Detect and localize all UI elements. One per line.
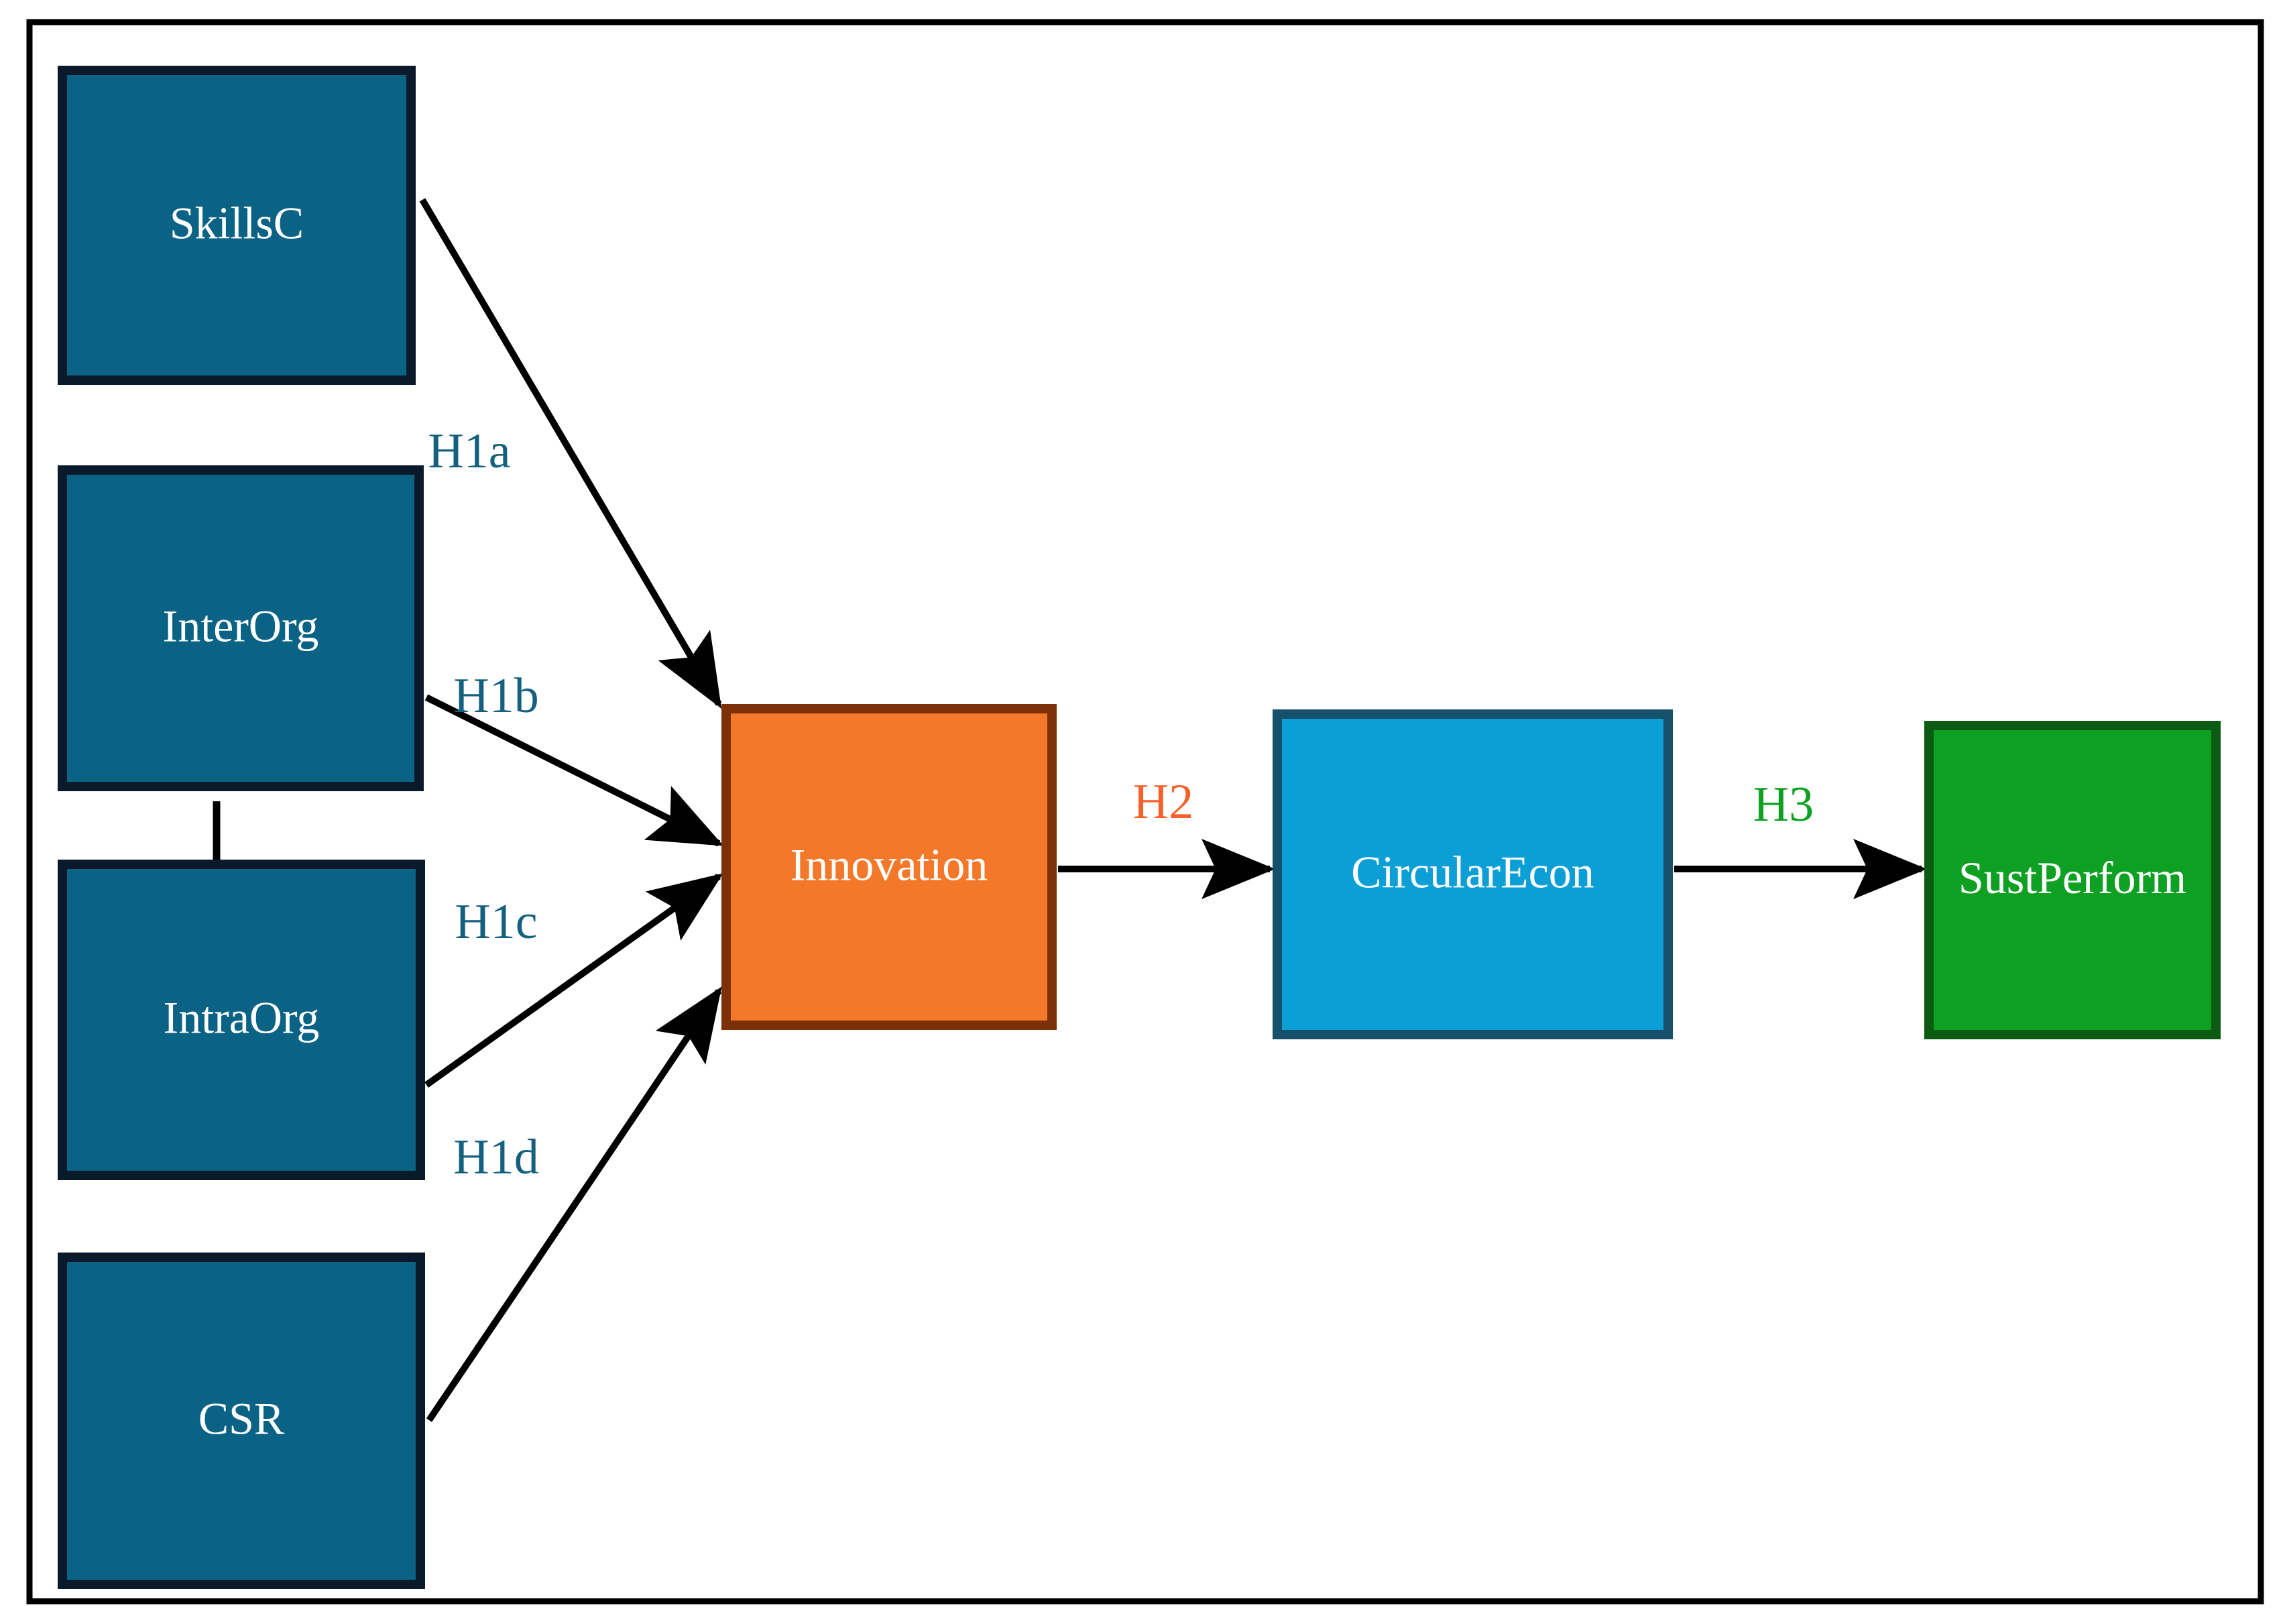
edge-label-h1a: H1a bbox=[428, 424, 510, 479]
node-box-csr[interactable] bbox=[58, 1253, 425, 1589]
node-intraorg[interactable]: IntraOrg bbox=[58, 860, 425, 1180]
node-box-interorg[interactable] bbox=[58, 465, 424, 791]
node-label-sustperform: SustPerform bbox=[1958, 852, 2186, 903]
edge-h1c bbox=[424, 873, 723, 1088]
edge-label-h1c: H1c bbox=[455, 894, 537, 949]
node-circulareco[interactable]: CircularEcon bbox=[1273, 709, 1673, 1039]
edge-label-h3: H3 bbox=[1753, 777, 1814, 832]
edge-label-h2: H2 bbox=[1133, 774, 1193, 829]
node-label-circulareco: CircularEcon bbox=[1351, 847, 1594, 898]
node-sustperform[interactable]: SustPerform bbox=[1924, 721, 2221, 1039]
node-csr[interactable]: CSR bbox=[58, 1253, 425, 1589]
edges-layer bbox=[419, 198, 1928, 1422]
node-label-interorg: InterOrg bbox=[163, 601, 319, 652]
edge-label-h1b: H1b bbox=[453, 669, 538, 723]
node-box-intraorg[interactable] bbox=[58, 860, 425, 1180]
edge-h1b bbox=[424, 694, 724, 847]
edge-h1d bbox=[426, 986, 722, 1422]
node-box-sustperform[interactable] bbox=[1924, 721, 2221, 1039]
node-box-circulareco[interactable] bbox=[1273, 709, 1673, 1039]
node-label-csr: CSR bbox=[198, 1393, 285, 1444]
node-label-innovation: Innovation bbox=[790, 839, 988, 890]
node-label-skillsc: SkillsC bbox=[170, 198, 304, 249]
node-skillsc[interactable]: SkillsC bbox=[58, 66, 416, 385]
node-innovation[interactable]: Innovation bbox=[721, 704, 1057, 1030]
node-label-intraorg: IntraOrg bbox=[164, 992, 320, 1043]
edge-label-h1d: H1d bbox=[453, 1130, 538, 1185]
node-box-innovation[interactable] bbox=[721, 704, 1057, 1030]
node-box-skillsc[interactable] bbox=[58, 66, 416, 385]
node-interorg[interactable]: InterOrg bbox=[58, 465, 424, 791]
edge-h1a bbox=[419, 198, 722, 709]
